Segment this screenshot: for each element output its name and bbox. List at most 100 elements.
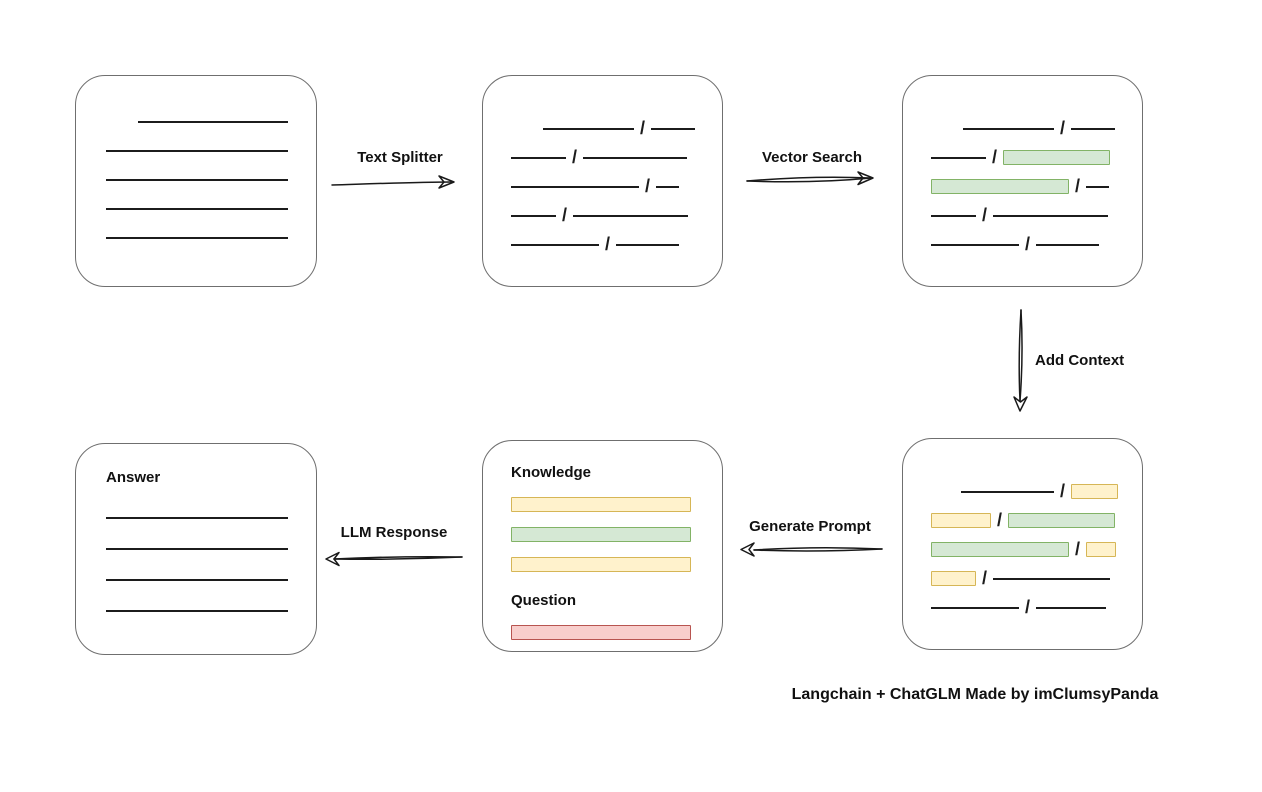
llm-response-label: LLM Response xyxy=(340,524,448,541)
text-splitter-arrow-icon xyxy=(331,175,455,189)
text-splitter-label: Text Splitter xyxy=(357,149,443,166)
green-chunk xyxy=(1008,513,1116,528)
text-line xyxy=(651,127,696,130)
segment-row xyxy=(106,107,316,136)
slash-mark: / xyxy=(1025,233,1031,254)
generate-prompt-arrow-icon xyxy=(740,542,883,557)
source-document-box xyxy=(75,75,317,287)
text-line xyxy=(616,243,680,246)
text-line xyxy=(106,149,288,152)
slash-mark: / xyxy=(997,509,1003,530)
slash-mark: / xyxy=(1075,538,1081,559)
yellow-chunk xyxy=(1071,484,1119,499)
segment-row xyxy=(511,519,722,549)
box-label: Answer xyxy=(106,469,161,486)
vector-search-arrow-icon xyxy=(746,171,874,186)
matched-chunks-box: / / / / / xyxy=(902,75,1143,287)
slash-mark: / xyxy=(1060,117,1066,138)
indent-gap xyxy=(931,128,963,129)
segment-row: / xyxy=(931,201,1142,230)
slash-mark: / xyxy=(645,175,651,196)
text-line xyxy=(511,214,556,217)
segment-row xyxy=(511,549,722,579)
segment-row xyxy=(106,564,316,595)
text-line xyxy=(961,490,1054,493)
indent-gap xyxy=(511,128,543,129)
text-line xyxy=(106,178,288,181)
caption: Langchain + ChatGLM Made by imClumsyPand… xyxy=(791,686,1159,703)
slash-mark: / xyxy=(982,204,988,225)
text-line xyxy=(931,156,986,159)
indent-gap xyxy=(106,121,138,122)
slash-mark: / xyxy=(1025,596,1031,617)
segment-row: / xyxy=(931,143,1142,172)
yellow-chunk xyxy=(931,571,976,586)
segment-row xyxy=(106,165,316,194)
segment-row xyxy=(106,136,316,165)
slash-mark: / xyxy=(640,117,646,138)
segment-row xyxy=(106,502,316,533)
green-chunk xyxy=(1003,150,1111,165)
yellow-chunk xyxy=(511,556,691,572)
text-line xyxy=(931,243,1019,246)
slash-mark: / xyxy=(562,204,568,225)
yellow-chunk xyxy=(511,496,691,512)
add-context-arrow-icon xyxy=(1013,309,1028,412)
split-chunks-box: / / / / / xyxy=(482,75,723,287)
add-context-label: Add Context xyxy=(1035,352,1125,369)
text-line xyxy=(511,243,599,246)
box-label: Knowledge xyxy=(511,464,592,481)
segment-row xyxy=(106,533,316,564)
text-line xyxy=(656,185,680,188)
segment-row: / xyxy=(511,172,722,201)
slash-mark: / xyxy=(1060,480,1066,501)
segment-row: / xyxy=(931,506,1142,535)
segment-row: / xyxy=(511,201,722,230)
generate-prompt-label: Generate Prompt xyxy=(749,518,871,535)
slash-mark: / xyxy=(982,567,988,588)
segment-row xyxy=(511,617,722,647)
text-line xyxy=(511,156,566,159)
text-line xyxy=(583,156,688,159)
segment-row xyxy=(511,489,722,519)
text-line xyxy=(106,609,288,612)
text-line xyxy=(1071,127,1116,130)
text-line xyxy=(511,185,639,188)
segment-row: / xyxy=(931,535,1142,564)
text-line xyxy=(993,214,1109,217)
answer-box: Answer xyxy=(75,443,317,655)
indent-gap xyxy=(931,491,961,492)
text-line xyxy=(106,547,288,550)
slash-mark: / xyxy=(605,233,611,254)
segment-row: / xyxy=(511,114,722,143)
text-line xyxy=(106,236,288,239)
green-chunk xyxy=(511,526,691,542)
text-line xyxy=(106,207,288,210)
segment-row: / xyxy=(511,230,722,259)
context-chunks-box: / / / / / xyxy=(902,438,1143,650)
segment-row: / xyxy=(931,477,1142,506)
segment-row xyxy=(106,223,316,252)
segment-row: / xyxy=(931,230,1142,259)
slash-mark: / xyxy=(572,146,578,167)
segment-row xyxy=(106,194,316,223)
text-line xyxy=(1036,606,1107,609)
text-line xyxy=(1086,185,1110,188)
green-chunk xyxy=(931,179,1069,194)
yellow-chunk xyxy=(1086,542,1117,557)
segment-row xyxy=(106,595,316,626)
text-line xyxy=(993,577,1111,580)
slash-mark: / xyxy=(992,146,998,167)
segment-row: / xyxy=(931,564,1142,593)
vector-search-label: Vector Search xyxy=(761,149,863,166)
segment-row: / xyxy=(931,593,1142,622)
text-line xyxy=(106,578,288,581)
text-line xyxy=(963,127,1054,130)
slash-mark: / xyxy=(1075,175,1081,196)
text-line xyxy=(931,214,976,217)
segment-row: / xyxy=(931,172,1142,201)
red-chunk xyxy=(511,624,691,640)
text-line xyxy=(931,606,1019,609)
green-chunk xyxy=(931,542,1069,557)
